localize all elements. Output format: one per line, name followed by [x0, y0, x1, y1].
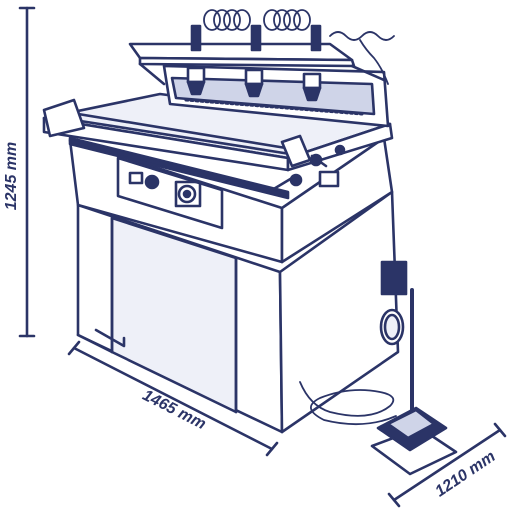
control-dial-plate: [174, 180, 202, 208]
control-panel: [116, 156, 224, 230]
table-left-stop: [42, 98, 86, 138]
control-selector-box: [128, 171, 144, 185]
dust-port-inner: [383, 313, 401, 341]
cabinet-bottom-edge: [76, 333, 114, 354]
clamp-middle: [244, 82, 264, 98]
clamp-right: [302, 86, 322, 102]
beam-support-left: [138, 62, 166, 86]
foot-pedal-top: [386, 408, 436, 440]
drill-head-middle: [244, 68, 264, 86]
cabinet-kick: [94, 328, 126, 348]
cylinder-middle: [250, 24, 262, 52]
clamp-left: [186, 80, 206, 96]
adjustment-handles: [270, 144, 346, 192]
drill-head-left: [186, 66, 206, 84]
beam-support-right: [350, 64, 386, 82]
length-dimension-line: [67, 340, 279, 457]
drill-row: [184, 98, 364, 116]
table-fence: [64, 110, 288, 150]
height-dimension-line: [18, 6, 36, 338]
pedal-hose-loop: [299, 381, 397, 426]
table-fence-2: [72, 118, 292, 156]
depth-dimension-line: [387, 422, 507, 508]
pedal-control-box: [380, 260, 408, 296]
air-hose-coils: [203, 9, 395, 85]
cylinder-right: [310, 24, 322, 52]
upper-body-side: [280, 136, 394, 264]
top-beam-front: [138, 56, 356, 68]
cylinder-left: [190, 24, 202, 52]
control-knob[interactable]: [144, 174, 160, 190]
boring-machine-drawing: [18, 6, 507, 508]
cabinet-right-face: [278, 190, 400, 434]
drill-head-right: [302, 72, 322, 90]
front-rail: [68, 136, 290, 200]
cabinet-base-recess: [110, 216, 238, 414]
height-dimension-label: 1245 mm: [3, 142, 20, 211]
control-dial-center: [182, 189, 192, 199]
